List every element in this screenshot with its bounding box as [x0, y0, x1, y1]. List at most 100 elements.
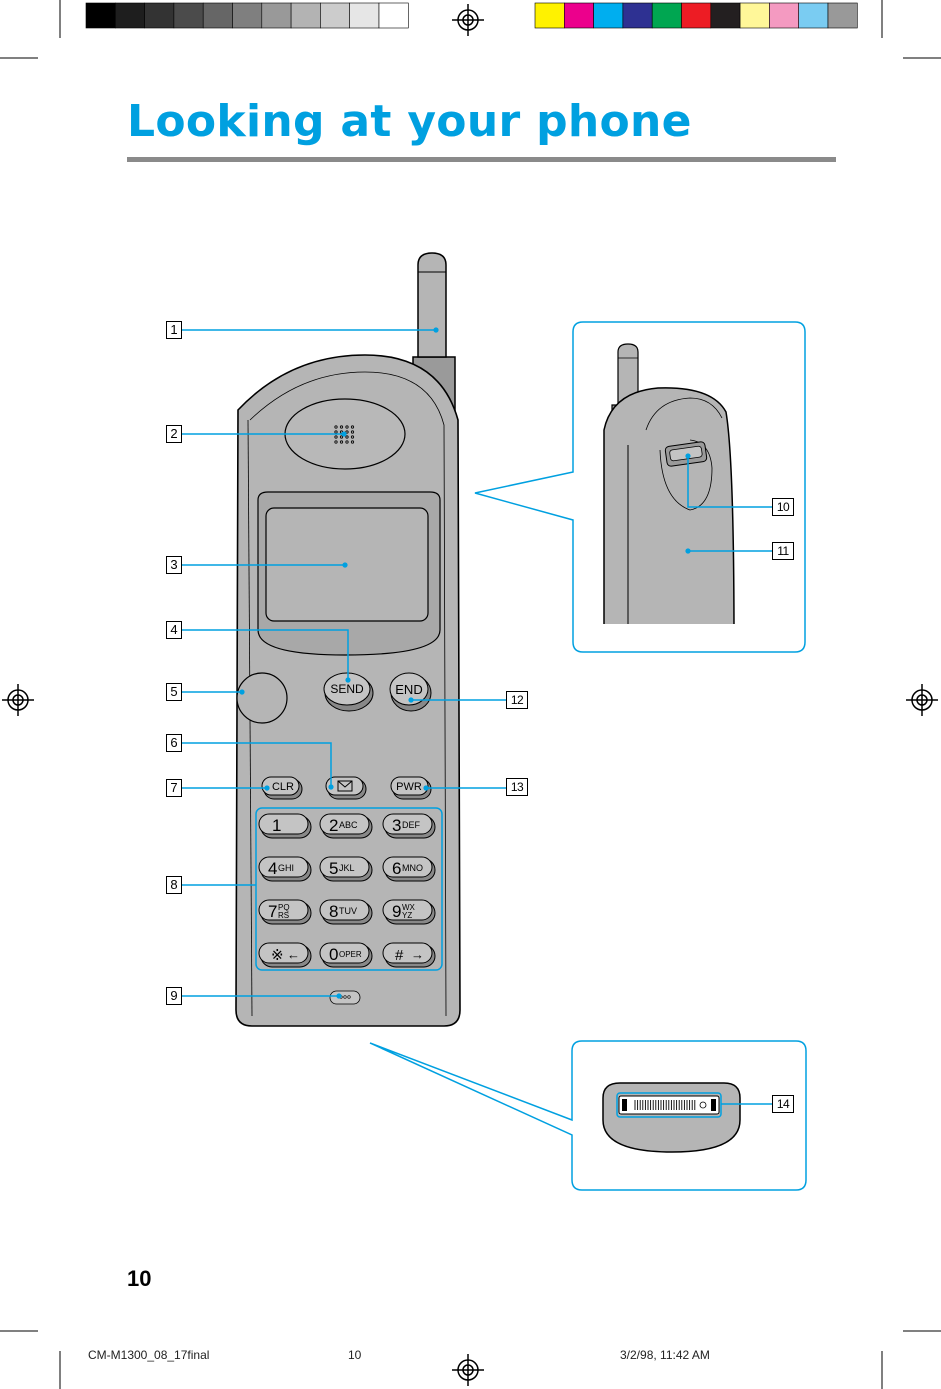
- gray-register-bars: [85, 2, 409, 29]
- jog-dial: [236, 672, 288, 724]
- register-bar: [710, 2, 741, 29]
- register-bar: [563, 2, 594, 29]
- callout-9: 9: [166, 987, 182, 1005]
- microphone: [329, 990, 361, 1005]
- antenna: [417, 252, 447, 358]
- speaker-hole: [345, 440, 349, 444]
- key-arrow: ←: [287, 947, 300, 962]
- clr-key: CLR: [261, 776, 303, 800]
- register-bar: [593, 2, 624, 29]
- key-letters: ABC: [339, 820, 358, 830]
- pwr-key-label: PWR: [396, 781, 422, 793]
- register-bar: [173, 2, 204, 29]
- send-key: SEND: [323, 672, 374, 712]
- message-key: [325, 776, 367, 800]
- key-letters: MNO: [402, 863, 423, 873]
- register-bar: [144, 2, 175, 29]
- key-symbol: ※: [271, 947, 284, 964]
- bottom-view-frame: [369, 1040, 807, 1191]
- speaker-hole: [345, 435, 349, 439]
- callout-8: 8: [166, 876, 182, 894]
- speaker-hole: [334, 440, 338, 444]
- key-digit: 5: [329, 859, 338, 878]
- register-bar: [534, 2, 565, 29]
- pwr-key: PWR: [390, 776, 432, 800]
- keypad-key: 1: [258, 813, 312, 839]
- callout-13: 13: [506, 778, 528, 796]
- callout-11: 11: [772, 542, 794, 560]
- speaker-hole: [339, 435, 344, 439]
- key-letters: DEF: [402, 820, 421, 830]
- register-bar: [827, 2, 858, 29]
- key-letters: JKL: [339, 863, 355, 873]
- key-digit: 7: [268, 902, 277, 921]
- register-bar: [115, 2, 145, 29]
- speaker-hole: [339, 440, 344, 444]
- callout-2: 2: [166, 425, 182, 443]
- key-letters: GHI: [278, 863, 294, 873]
- connector-screw: [699, 1101, 707, 1109]
- register-bar: [349, 2, 380, 29]
- speaker-hole: [345, 425, 349, 429]
- clr-key-label: CLR: [272, 781, 294, 793]
- key-letters: TUV: [339, 906, 357, 916]
- speaker-hole: [350, 425, 355, 429]
- key-symbol: #: [395, 947, 404, 964]
- speaker-hole: [334, 430, 338, 434]
- register-bar: [378, 2, 409, 29]
- title-rule: [127, 157, 836, 162]
- callout-5: 5: [166, 683, 182, 701]
- callout-4: 4: [166, 621, 182, 639]
- register-bar: [798, 2, 829, 29]
- keypad-highlight: [255, 807, 443, 971]
- key-letters: PQ: [278, 903, 290, 912]
- callout-3: 3: [166, 556, 182, 574]
- keypad-key: #→: [382, 942, 436, 968]
- envelope-icon: [337, 780, 353, 792]
- key-digit: 9: [392, 902, 401, 921]
- leader-lines: [182, 327, 772, 1105]
- key-arrow: →: [411, 947, 424, 962]
- callout-6: 6: [166, 734, 182, 752]
- callout-12: 12: [506, 691, 528, 709]
- connector-pins: [622, 1099, 716, 1111]
- register-bar: [232, 2, 263, 29]
- register-bar: [290, 2, 321, 29]
- register-bar: [622, 2, 653, 29]
- key-digit: 8: [329, 902, 338, 921]
- end-key: END: [389, 672, 432, 712]
- key-letters: RS: [278, 911, 289, 920]
- register-bar: [261, 2, 292, 29]
- register-bar: [202, 2, 233, 29]
- key-digit: 4: [268, 859, 277, 878]
- key-letters: YZ: [402, 911, 412, 920]
- callout-10: 10: [772, 498, 794, 516]
- page-title: Looking at your phone: [127, 96, 692, 147]
- register-bar: [681, 2, 712, 29]
- keypad-key: ※←: [258, 942, 312, 968]
- footer-date: 3/2/98, 11:42 AM: [620, 1348, 710, 1362]
- bottom-view-inset: [369, 1040, 807, 1191]
- speaker-holes: [334, 425, 355, 444]
- key-digit: 0: [329, 945, 338, 964]
- register-bar: [739, 2, 770, 29]
- register-bar: [320, 2, 350, 29]
- registration-marks: [2, 4, 938, 1386]
- speaker-hole: [345, 430, 349, 434]
- speaker-hole: [350, 435, 355, 439]
- callout-14: 14: [772, 1095, 794, 1113]
- register-bar: [651, 2, 682, 29]
- speaker-hole: [334, 425, 338, 429]
- key-digit: 2: [329, 816, 338, 835]
- page-number: 10: [127, 1266, 152, 1291]
- speaker-hole: [339, 425, 344, 429]
